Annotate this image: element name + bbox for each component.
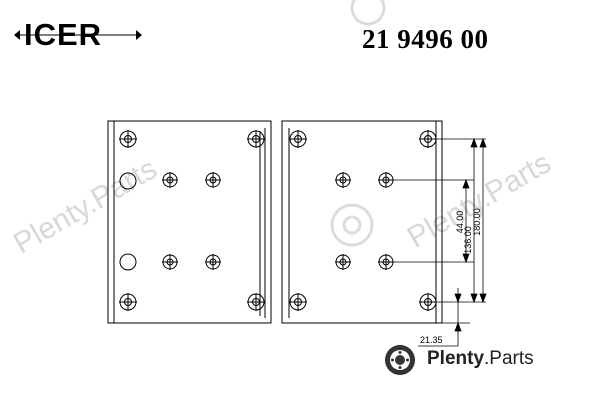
part-number: 21 9496 00 (362, 24, 489, 54)
rivet-hole (378, 172, 394, 188)
brake-disc-logo-icon (385, 345, 415, 375)
rivet-hole (162, 254, 178, 270)
dimension-label-136: 136.00 (463, 226, 473, 254)
logo-text: ICER (24, 17, 103, 52)
left-lining-plate (107, 120, 272, 324)
icer-logo-icon (14, 30, 142, 40)
dimension-lines (394, 137, 487, 347)
brand-suffix: .Parts (484, 348, 534, 369)
rivet-hole (119, 130, 137, 148)
dimension-label-44: 44.00 (455, 211, 465, 234)
rivet-hole (205, 172, 221, 188)
rivet-hole (247, 293, 265, 311)
rivet-hole (119, 253, 137, 271)
rivet-hole (119, 293, 137, 311)
icer-logo: ICER (14, 18, 144, 52)
rivet-hole (419, 293, 437, 311)
dimension-label-21-35: 21.35 (420, 335, 443, 345)
rivet-hole (419, 130, 437, 148)
rivet-hole (119, 172, 137, 190)
rivet-hole (247, 130, 265, 148)
rivet-hole (335, 172, 351, 188)
rivet-hole (335, 254, 351, 270)
dimension-label-180: 180.00 (472, 208, 482, 236)
rivet-hole (162, 172, 178, 188)
rivet-hole (205, 254, 221, 270)
brand-name: Plenty (427, 348, 485, 369)
rivet-hole (289, 130, 307, 148)
rivet-hole (378, 254, 394, 270)
brand-watermark: Plenty.Parts (427, 348, 534, 370)
right-lining-plate (281, 120, 443, 324)
right-rivet-holes (289, 130, 437, 311)
left-rivet-holes (119, 130, 265, 311)
watermark-disc-icon (330, 0, 386, 247)
rivet-hole (289, 293, 307, 311)
